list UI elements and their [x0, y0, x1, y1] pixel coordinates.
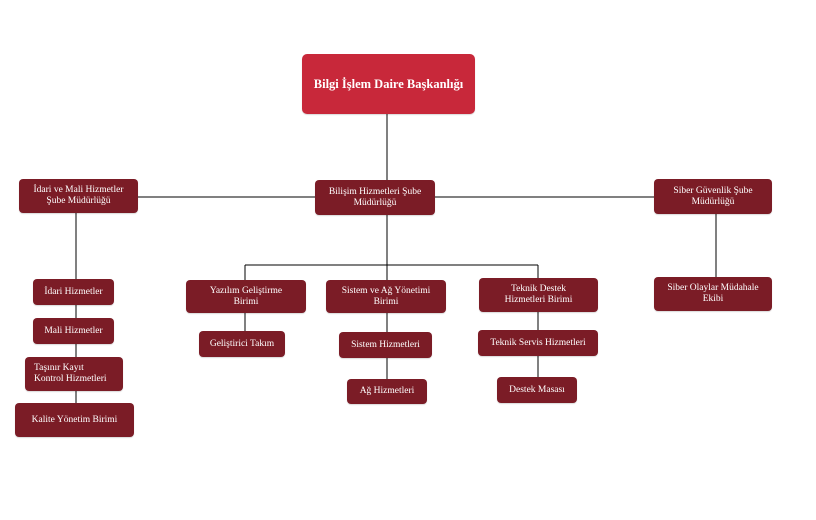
node-kalite-yonetim: Kalite Yönetim Birimi [15, 403, 134, 437]
node-tasinir-kayit: Taşınır Kayıt Kontrol Hizmetleri [25, 357, 123, 391]
node-bilisim-sube: Bilişim Hizmetleri Şube Müdürlüğü [315, 180, 435, 215]
node-root: Bilgi İşlem Daire Başkanlığı [302, 54, 475, 114]
node-teknik-servis: Teknik Servis Hizmetleri [478, 330, 598, 356]
node-ag-hizmetleri: Ağ Hizmetleri [347, 379, 427, 404]
node-idari-hizmetler: İdari Hizmetler [33, 279, 114, 305]
node-teknik-destek: Teknik Destek Hizmetleri Birimi [479, 278, 598, 312]
node-mali-hizmetler: Mali Hizmetler [33, 318, 114, 344]
node-siber-sube: Siber Güvenlik Şube Müdürlüğü [654, 179, 772, 214]
node-siber-olaylar: Siber Olaylar Müdahale Ekibi [654, 277, 772, 311]
node-yazilim-gelistirme: Yazılım Geliştirme Birimi [186, 280, 306, 313]
node-destek-masasi: Destek Masası [497, 377, 577, 403]
node-gelistirici-takim: Geliştirici Takım [199, 331, 285, 357]
node-sistem-ag-yonetimi: Sistem ve Ağ Yönetimi Birimi [326, 280, 446, 313]
node-idari-mali-sube: İdari ve Mali Hizmetler Şube Müdürlüğü [19, 179, 138, 213]
node-sistem-hizmetleri: Sistem Hizmetleri [339, 332, 432, 358]
